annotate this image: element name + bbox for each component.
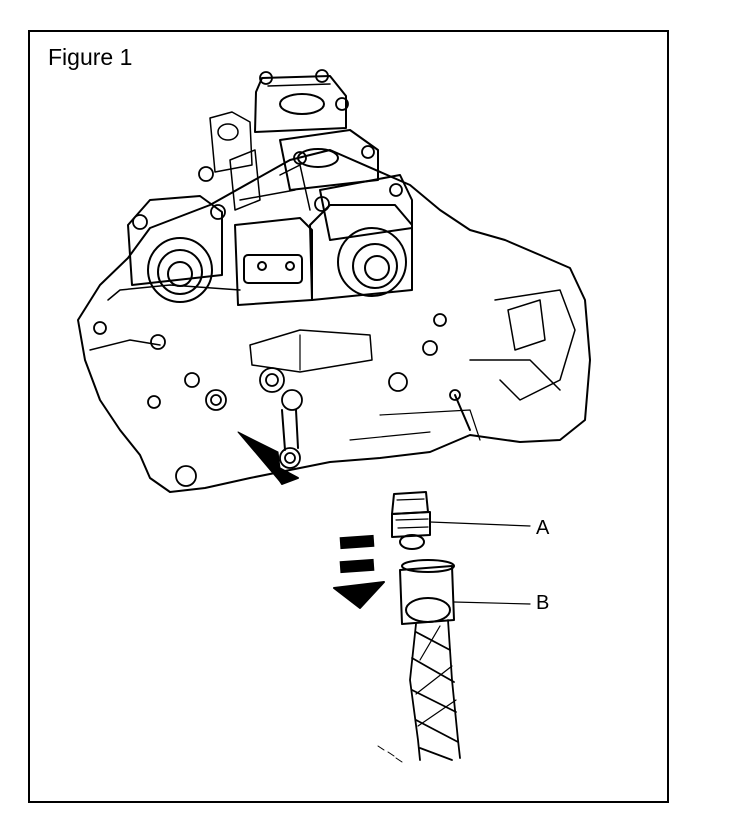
cam-cap-bolts xyxy=(93,69,471,487)
callout-label-b: B xyxy=(536,592,550,614)
part-b-socket xyxy=(399,559,455,625)
drawing-reference-mark xyxy=(377,745,403,763)
leader-line-a xyxy=(429,521,531,527)
insertion-direction-arrow xyxy=(333,534,385,609)
port-pointer-arrow xyxy=(237,431,299,485)
callout-label-a: A xyxy=(536,517,550,539)
cylinder-head-body xyxy=(77,149,591,493)
leader-line-b xyxy=(453,601,531,605)
figure-title: Figure 1 xyxy=(48,44,133,70)
part-a-insert xyxy=(391,491,431,550)
camshaft-assembly xyxy=(127,75,413,306)
drive-shaft xyxy=(409,619,461,761)
